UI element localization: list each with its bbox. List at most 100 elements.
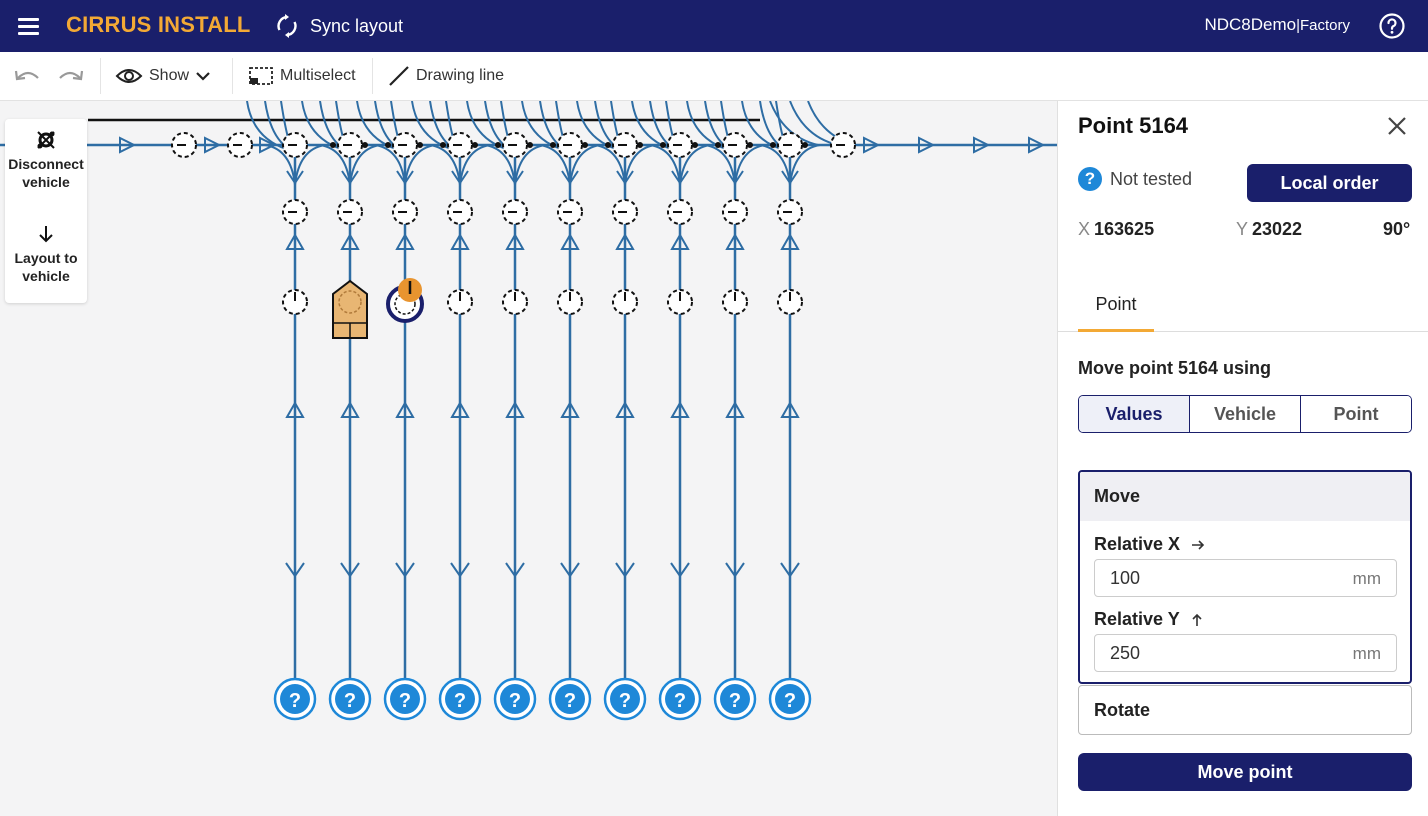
redo-icon [59,70,84,81]
panel-title: Point 5164 [1078,113,1189,138]
layout-point [447,199,473,225]
unknown-point-marker: ? [273,677,317,721]
svg-text:?: ? [454,690,466,712]
direction-arrow [781,170,799,185]
unknown-point-marker: ? [328,677,372,721]
path-node [550,142,556,148]
question-icon: ? [1078,167,1102,191]
chevron-down-icon [196,72,210,81]
path-node [660,142,666,148]
path-node [692,142,698,148]
direction-arrow [395,562,415,578]
direction-arrow [450,400,470,418]
segment-point[interactable]: Point [1301,396,1411,432]
unknown-point-marker: ? [383,677,427,721]
direction-arrow [726,170,744,185]
direction-arrow [615,400,635,418]
drawing-line-label: Drawing line [416,67,505,84]
vehicle-icon [332,279,368,339]
relative-y-field: mm [1094,634,1397,672]
svg-text:?: ? [729,690,741,712]
direction-arrow [973,136,991,154]
layout-to-vehicle-button[interactable]: Layout to vehicle [5,223,87,285]
path-node [582,142,588,148]
unknown-point-marker: ? [603,677,647,721]
direction-arrow [780,232,800,250]
layout-point [612,132,638,158]
svg-text:?: ? [564,690,576,712]
layout-point [667,132,693,158]
direction-arrow [204,136,222,154]
svg-text:?: ? [399,690,411,712]
drawing-line-button[interactable]: Drawing line [388,52,504,100]
toolbar-divider [372,58,373,94]
top-app-bar: CIRRUS INSTALL Sync layout NDC8Demo|Fact… [0,0,1428,52]
direction-arrow [340,562,360,578]
direction-arrow [395,400,415,418]
segment-vehicle[interactable]: Vehicle [1190,396,1301,432]
direction-arrow [725,562,745,578]
multiselect-button[interactable]: Multiselect [248,52,356,100]
segment-values[interactable]: Values [1079,396,1190,432]
tab-point[interactable]: Point [1078,279,1154,332]
move-section-header[interactable]: Move [1080,472,1410,521]
curved-path [769,101,819,146]
layout-point [502,289,528,315]
path-node [527,142,533,148]
test-status-text: Not tested [1110,168,1193,189]
svg-text:?: ? [674,690,686,712]
selected-point [386,278,424,323]
redo-button[interactable] [56,52,84,100]
y-label: Y [1236,219,1249,239]
direction-arrow [505,562,525,578]
hamburger-menu-icon[interactable] [12,12,44,40]
direction-arrow [725,232,745,250]
path-node [440,142,446,148]
layout-point [557,289,583,315]
direction-arrow [285,232,305,250]
close-icon[interactable] [1382,111,1412,141]
unknown-point-marker: ? [493,677,537,721]
svg-text:?: ? [619,690,631,712]
direction-arrow [670,400,690,418]
disconnect-vehicle-button[interactable]: Disconnect vehicle [5,129,87,191]
undo-button[interactable] [14,52,42,100]
layout-point [502,199,528,225]
direction-arrow [340,400,360,418]
app-title: CIRRUS INSTALL [66,12,251,37]
eye-icon [115,69,143,83]
help-icon[interactable] [1378,12,1406,40]
show-dropdown[interactable]: Show [115,52,211,100]
direction-arrow [285,400,305,418]
layout-point [282,289,308,315]
svg-text:?: ? [344,690,356,712]
layout-point [282,132,308,158]
sync-layout-button[interactable]: Sync layout [276,10,403,42]
layout-point [227,132,253,158]
layout-point [722,199,748,225]
direction-arrow [560,232,580,250]
rotate-section[interactable]: Rotate [1078,685,1412,735]
layout-map[interactable]: ?????????? [0,101,1057,816]
relative-x-input[interactable] [1095,560,1335,596]
arrow-down-icon [39,226,53,243]
disconnect-icon [37,131,55,149]
layout-map-canvas[interactable]: ?????????? Disconnect vehicle Layout to … [0,101,1057,816]
site-name[interactable]: NDC8Demo|Factory [1204,15,1350,35]
svg-text:?: ? [289,690,301,712]
unknown-point-marker: ? [713,677,757,721]
direction-arrow [780,400,800,418]
move-point-button[interactable]: Move point [1078,753,1412,791]
layout-point [447,132,473,158]
direction-arrow [725,400,745,418]
unknown-point-marker: ? [768,677,812,721]
toolbar-divider [232,58,233,94]
relative-y-input[interactable] [1095,635,1335,671]
local-order-button[interactable]: Local order [1247,164,1412,202]
layout-label-line2: vehicle [22,268,70,284]
vehicle-actions-panel: Disconnect vehicle Layout to vehicle [5,119,87,303]
direction-arrow [396,170,414,185]
layout-point [282,199,308,225]
